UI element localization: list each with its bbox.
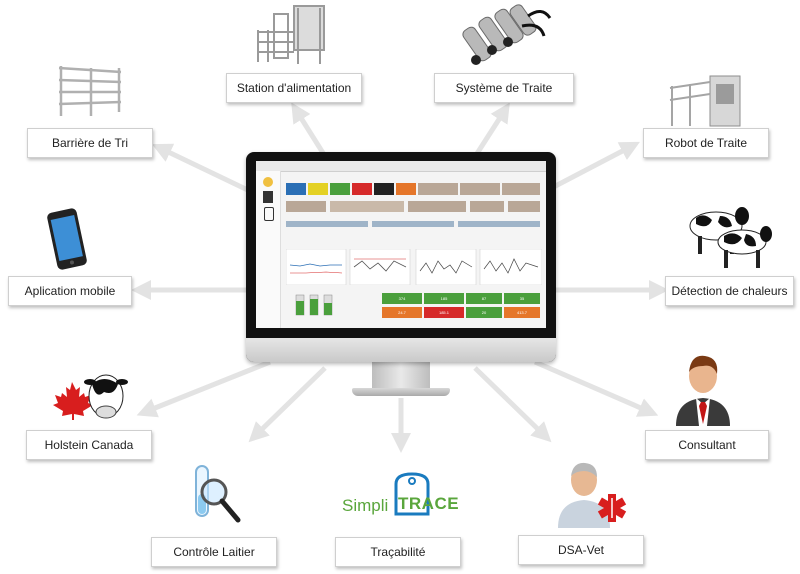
node-controle-laitier[interactable]: Contrôle Laitier — [151, 537, 277, 567]
arrow-consultant — [534, 359, 659, 417]
test-tube-magnifier-icon — [195, 465, 241, 523]
screen-silos — [295, 294, 333, 316]
feeding-station-icon — [257, 5, 325, 64]
node-detection-chaleurs[interactable]: Détection de chaleurs — [665, 276, 794, 306]
tag-icon — [394, 472, 430, 516]
screen-toolbar — [256, 161, 546, 172]
metric-6: 185.1 — [424, 307, 464, 318]
monitor-stand-base — [352, 388, 450, 396]
monitor: 374 185 87 35 24.7 185.1 20 413.7 — [246, 152, 556, 362]
maple-leaf-cow-icon — [53, 374, 128, 420]
metric-5: 24.7 — [382, 307, 422, 318]
tile-tan-2 — [460, 183, 500, 195]
arrow-holstein — [136, 359, 271, 418]
milking-system-icon — [462, 4, 552, 65]
logo-simpli: Simpli — [342, 496, 389, 515]
consultant-avatar-icon — [676, 355, 730, 426]
row2-tile-5 — [508, 201, 540, 212]
software-screen: 374 185 87 35 24.7 185.1 20 413.7 — [256, 161, 546, 328]
node-holstein-canada[interactable]: Holstein Canada — [26, 430, 152, 460]
tile-green — [330, 183, 350, 195]
node-barriere-tri[interactable]: Barrière de Tri — [27, 128, 153, 158]
monitor-chin — [246, 338, 556, 362]
screen-line-charts — [286, 249, 542, 285]
tile-orange — [396, 183, 416, 195]
row2-tile-3 — [408, 201, 466, 212]
node-consultant[interactable]: Consultant — [645, 430, 769, 460]
tile-red — [352, 183, 372, 195]
smartphone-icon — [47, 208, 87, 270]
monitor-stand-neck — [372, 362, 430, 390]
row2-tile-2 — [330, 201, 404, 212]
screen-sidebar — [256, 171, 281, 328]
node-dsa-vet[interactable]: DSA-Vet — [518, 535, 644, 565]
metric-1: 374 — [382, 293, 422, 304]
cows-icon — [689, 207, 772, 268]
milking-robot-icon — [669, 75, 741, 127]
tile-yellow — [308, 183, 328, 195]
tile-tan-1 — [418, 183, 458, 195]
row2-tile-1 — [286, 201, 326, 212]
sorting-gate-icon — [58, 66, 122, 116]
metric-7: 20 — [466, 307, 502, 318]
tile-black — [374, 183, 394, 195]
row3-bar-3 — [458, 221, 540, 227]
node-aplication-mobile[interactable]: Aplication mobile — [8, 276, 132, 306]
node-systeme-traite[interactable]: Système de Traite — [434, 73, 574, 103]
node-tracabilite[interactable]: Traçabilité — [335, 537, 461, 567]
tile-blue — [286, 183, 306, 195]
arrow-controle — [248, 366, 327, 443]
metric-3: 87 — [466, 293, 502, 304]
metric-8: 413.7 — [504, 307, 540, 318]
tile-tan-3 — [502, 183, 540, 195]
row3-bar-2 — [372, 221, 454, 227]
row2-tile-4 — [470, 201, 504, 212]
logo-trace: TRACE — [398, 494, 460, 513]
simplitrace-logo: Simpli TRACE — [342, 470, 462, 522]
node-robot-traite[interactable]: Robot de Traite — [643, 128, 769, 158]
metric-2: 185 — [424, 293, 464, 304]
node-station-alimentation[interactable]: Station d'alimentation — [226, 73, 362, 103]
metric-4: 35 — [504, 293, 540, 304]
arrow-dsa — [473, 366, 552, 443]
veterinarian-icon — [558, 462, 627, 528]
row3-bar-1 — [286, 221, 368, 227]
